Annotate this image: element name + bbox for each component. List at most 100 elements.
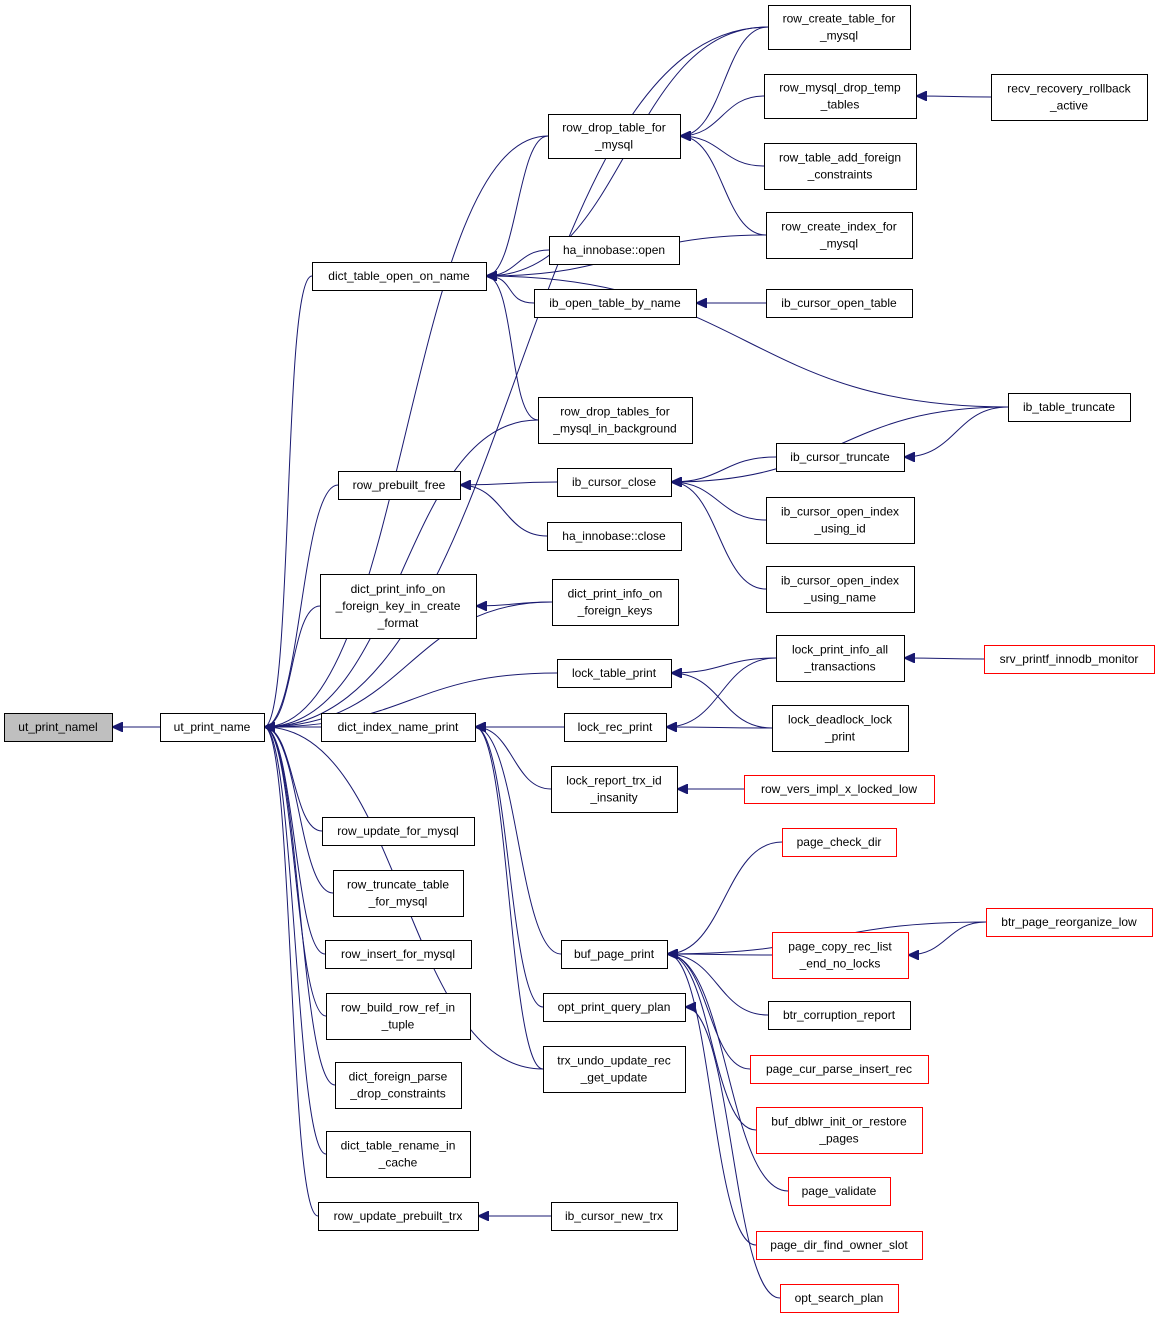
nodes-layer: ut_print_namel ut_print_name row_create_ta… — [4, 5, 1155, 1313]
node-label: page_copy_rec_list — [788, 940, 892, 954]
node-label: ut_print_namel — [18, 720, 97, 734]
node-box — [776, 635, 905, 682]
node-row-insert-for-mysql[interactable]: row_insert_for_mysql — [325, 940, 472, 969]
node-btr-page-reorganize-low[interactable]: btr_page_reorganize_low — [986, 908, 1153, 937]
node-btr-corruption-report[interactable]: btr_corruption_report — [768, 1001, 911, 1030]
node-lock-deadlock-lock-print[interactable]: lock_deadlock_lock_print — [772, 705, 909, 752]
node-lock-rec-print[interactable]: lock_rec_print — [564, 713, 667, 742]
node-row-mysql-drop-temp-tables[interactable]: row_mysql_drop_temp_tables — [764, 74, 917, 119]
node-ha-innobase-close[interactable]: ha_innobase::close — [547, 522, 682, 551]
node-ha-innobase-open[interactable]: ha_innobase::open — [549, 236, 680, 265]
node-label: lock_deadlock_lock — [788, 713, 893, 727]
node-label: _foreign_keys — [577, 604, 653, 618]
node-dict-table-open-on-name[interactable]: dict_table_open_on_name — [312, 262, 487, 291]
node-ut-print-namel[interactable]: ut_print_namel — [4, 713, 113, 742]
node-lock-report-trx-id-insanity[interactable]: lock_report_trx_id_insanity — [551, 766, 678, 813]
node-box — [768, 5, 911, 50]
node-label: page_cur_parse_insert_rec — [766, 1062, 912, 1076]
edge-row_update_prebuilt_trx-to-ut_print_name — [264, 727, 319, 1217]
node-label: opt_search_plan — [795, 1291, 884, 1305]
node-ib-cursor-truncate[interactable]: ib_cursor_truncate — [776, 443, 905, 472]
edge-trx_undo_update_rec_get_update-to-dict_index_name_print — [475, 727, 544, 1070]
node-box — [772, 705, 909, 752]
node-label: ib_table_truncate — [1023, 400, 1115, 414]
node-box — [160, 713, 265, 742]
edge-btr_corruption_report-to-buf_page_print — [667, 954, 769, 1016]
node-buf-dblwr-init-or-restore-pages[interactable]: buf_dblwr_init_or_restore_pages — [756, 1107, 923, 1154]
node-label: _mysql_in_background — [552, 422, 676, 436]
edge-lock_deadlock_lock_print-to-lock_table_print — [671, 673, 773, 729]
node-page-copy-rec-list-end-no-locks[interactable]: page_copy_rec_list_end_no_locks — [772, 932, 909, 979]
node-row-table-add-foreign-constraints[interactable]: row_table_add_foreign_constraints — [764, 143, 917, 190]
node-lock-table-print[interactable]: lock_table_print — [557, 659, 672, 688]
node-label: ib_cursor_close — [572, 475, 656, 489]
node-dict-index-name-print[interactable]: dict_index_name_print — [321, 713, 476, 742]
edge-ib_table_truncate-to-ib_cursor_truncate — [904, 406, 1009, 457]
node-srv-printf-innodb-monitor[interactable]: srv_printf_innodb_monitor — [984, 645, 1155, 674]
node-label: _tuple — [381, 1018, 415, 1032]
node-opt-search-plan[interactable]: opt_search_plan — [780, 1284, 899, 1313]
edge-recv_recovery_rollback_active-to-row_mysql_drop_temp_tables — [916, 96, 992, 97]
node-row-update-prebuilt-trx[interactable]: row_update_prebuilt_trx — [318, 1202, 479, 1231]
node-box — [984, 645, 1155, 674]
node-row-create-table-for-mysql[interactable]: row_create_table_for_mysql — [768, 5, 911, 50]
node-row-vers-impl-x-locked-low[interactable]: row_vers_impl_x_locked_low — [744, 775, 935, 804]
node-dict-foreign-parse-drop-constraints[interactable]: dict_foreign_parse_drop_constraints — [335, 1062, 462, 1109]
node-dict-print-info-on-foreign-keys[interactable]: dict_print_info_on_foreign_keys — [552, 579, 679, 626]
edge-buf_page_print-to-dict_index_name_print — [475, 727, 562, 955]
node-dict-table-rename-in-cache[interactable]: dict_table_rename_in_cache — [326, 1131, 471, 1178]
node-row-create-index-for-mysql[interactable]: row_create_index_for_mysql — [766, 212, 913, 259]
node-label: opt_print_query_plan — [558, 1000, 671, 1014]
node-row-build-row-ref-in-tuple[interactable]: row_build_row_ref_in_tuple — [326, 993, 471, 1040]
node-box — [986, 908, 1153, 937]
node-ut-print-name[interactable]: ut_print_name — [160, 713, 265, 742]
node-row-update-for-mysql[interactable]: row_update_for_mysql — [322, 817, 475, 846]
node-label: row_update_for_mysql — [337, 824, 458, 838]
node-row-truncate-table-for-mysql[interactable]: row_truncate_table_for_mysql — [333, 870, 464, 917]
node-label: _foreign_key_in_create — [335, 599, 461, 613]
edge-lock_deadlock_lock_print-to-lock_rec_print — [666, 727, 773, 728]
edge-row_build_row_ref_in_tuple-to-ut_print_name — [264, 727, 327, 1017]
node-label: row_drop_tables_for — [560, 405, 669, 419]
node-recv-recovery-rollback-active[interactable]: recv_recovery_rollback_active — [991, 74, 1148, 121]
node-ib-table-truncate[interactable]: ib_table_truncate — [1008, 393, 1131, 422]
node-ib-cursor-open-index-using-name[interactable]: ib_cursor_open_index_using_name — [766, 566, 915, 613]
node-box — [547, 522, 682, 551]
node-label: row_drop_table_for — [562, 121, 665, 135]
edge-lock_print_info_all_transactions-to-lock_table_print — [671, 657, 777, 673]
node-row-prebuilt-free[interactable]: row_prebuilt_free — [338, 471, 461, 500]
node-page-check-dir[interactable]: page_check_dir — [782, 828, 897, 857]
node-box — [312, 262, 487, 291]
node-buf-page-print[interactable]: buf_page_print — [561, 940, 668, 969]
edge-srv_printf_innodb_monitor-to-lock_print_info_all_transactions — [904, 658, 985, 659]
node-ib-cursor-new-trx[interactable]: ib_cursor_new_trx — [551, 1202, 678, 1231]
node-page-cur-parse-insert-rec[interactable]: page_cur_parse_insert_rec — [750, 1055, 929, 1084]
node-ib-cursor-open-index-using-id[interactable]: ib_cursor_open_index_using_id — [766, 497, 915, 544]
node-row-drop-table-for-mysql[interactable]: row_drop_table_for_mysql — [548, 114, 681, 159]
node-trx-undo-update-rec-get-update[interactable]: trx_undo_update_rec_get_update — [543, 1046, 686, 1093]
node-ib-cursor-close[interactable]: ib_cursor_close — [557, 468, 672, 497]
edge-page_copy_rec_list_end_no_locks-to-buf_page_print — [667, 954, 773, 955]
node-label: dict_table_open_on_name — [328, 269, 470, 283]
node-dict-print-info-on-foreign-key-in-create-format[interactable]: dict_print_info_on_foreign_key_in_create… — [320, 574, 477, 639]
node-page-dir-find-owner-slot[interactable]: page_dir_find_owner_slot — [756, 1231, 923, 1260]
edge-ib_open_table_by_name-to-dict_table_open_on_name — [486, 276, 535, 304]
node-box — [543, 1046, 686, 1093]
node-label: row_update_prebuilt_trx — [334, 1209, 463, 1223]
edge-row_drop_tables_for_mysql_in_background-to-ut_print_name — [264, 419, 539, 727]
edge-dict_print_info_on_foreign_key_in_create_format-to-ut_print_name — [264, 605, 321, 727]
node-label: recv_recovery_rollback — [1007, 82, 1131, 96]
node-label: ib_open_table_by_name — [549, 296, 681, 310]
node-opt-print-query-plan[interactable]: opt_print_query_plan — [543, 993, 686, 1022]
node-box — [549, 236, 680, 265]
node-label: ib_cursor_open_index — [781, 505, 899, 519]
node-page-validate[interactable]: page_validate — [788, 1177, 891, 1206]
node-label: row_vers_impl_x_locked_low — [761, 782, 917, 796]
node-lock-print-info-all-transactions[interactable]: lock_print_info_all_transactions — [776, 635, 905, 682]
edge-row_mysql_drop_temp_tables-to-row_drop_table_for_mysql — [680, 95, 765, 136]
node-row-drop-tables-for-mysql-in-background[interactable]: row_drop_tables_for _mysql_in_background — [538, 397, 693, 444]
node-ib-cursor-open-table[interactable]: ib_cursor_open_table — [766, 289, 913, 318]
node-ib-open-table-by-name[interactable]: ib_open_table_by_name — [534, 289, 697, 318]
edge-lock_report_trx_id_insanity-to-dict_index_name_print — [475, 727, 552, 790]
